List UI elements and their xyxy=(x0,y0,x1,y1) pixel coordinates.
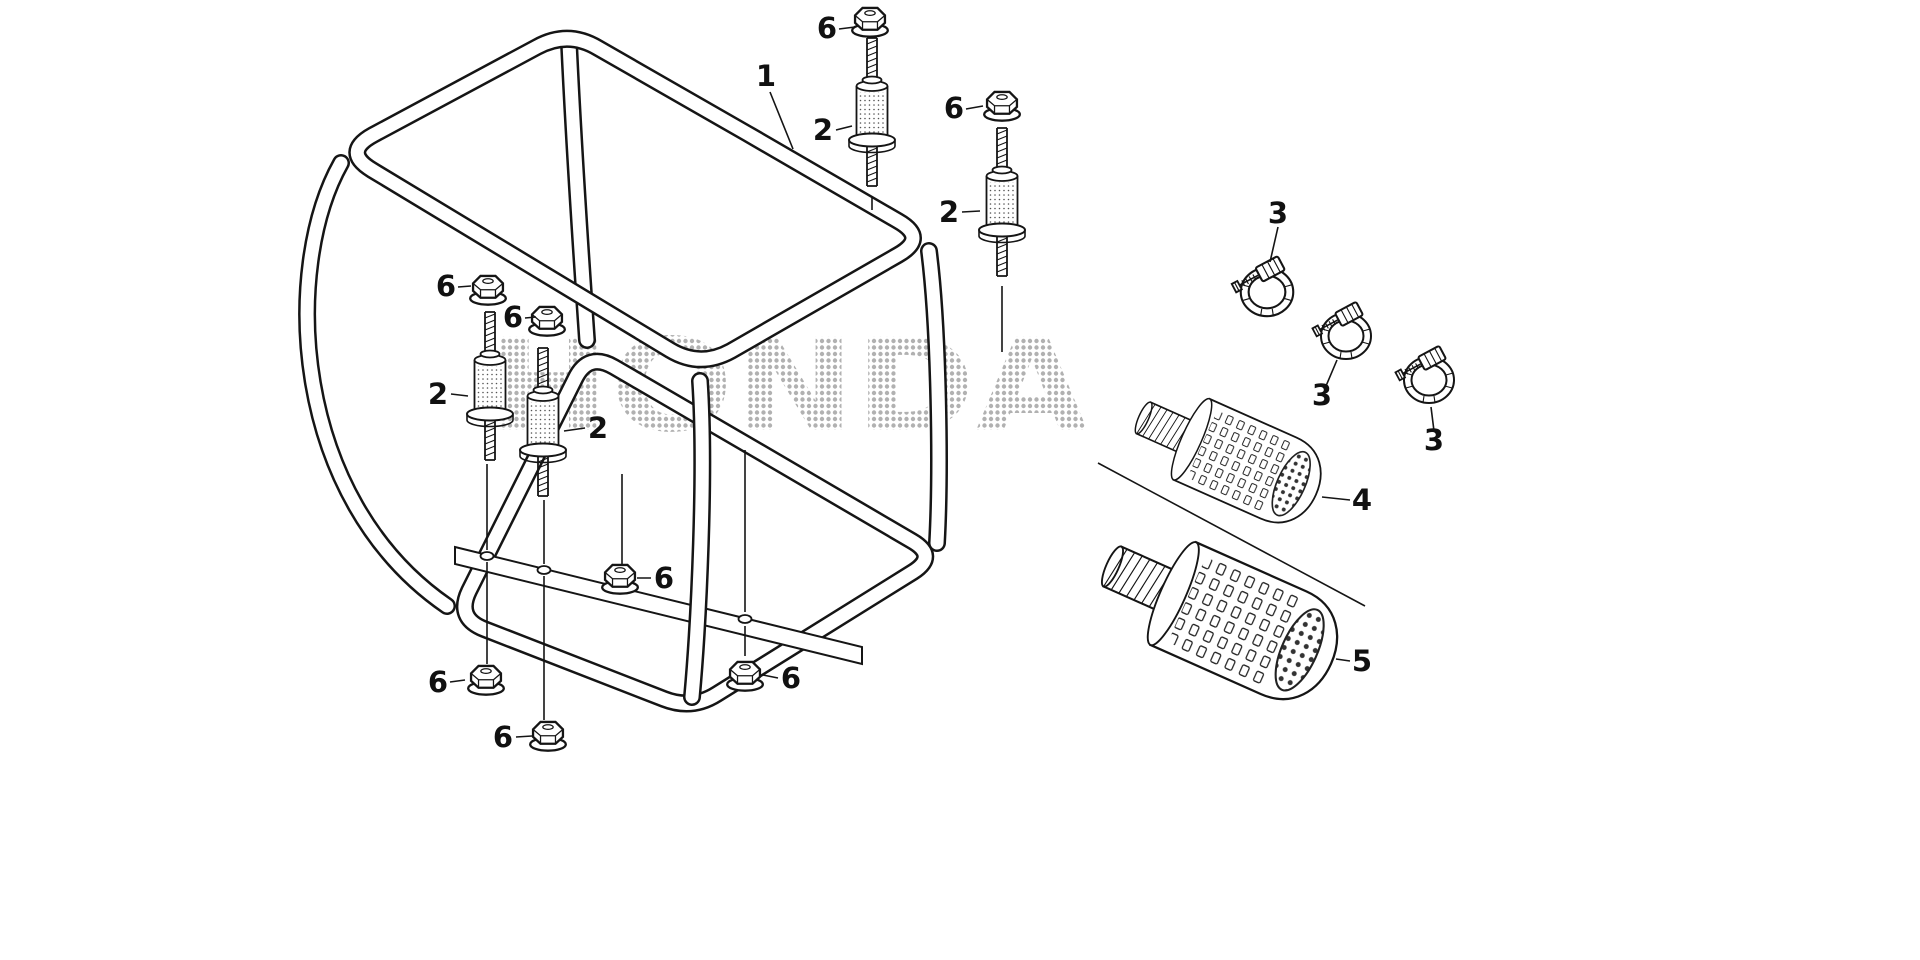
flange-nut-drawing-4 xyxy=(528,305,566,337)
rubber-mount-drawing-1 xyxy=(849,38,895,186)
callout-nut-d[interactable]: 6 xyxy=(503,300,523,334)
flange-nut-drawing-7 xyxy=(529,720,567,752)
flange-nut-drawing-5 xyxy=(601,563,639,595)
callout-nut-b[interactable]: 6 xyxy=(944,91,964,125)
flange-nut-drawing-3 xyxy=(469,274,507,306)
callout-mount-a[interactable]: 2 xyxy=(813,113,833,147)
callout-strainer-large[interactable]: 5 xyxy=(1352,644,1372,678)
callout-clamp-b[interactable]: 3 xyxy=(1312,378,1332,412)
frame-drawing xyxy=(298,29,948,713)
hose-clamp-drawing-1 xyxy=(1229,254,1295,318)
callout-nut-e[interactable]: 6 xyxy=(654,561,674,595)
hose-clamp-drawing-2 xyxy=(1310,300,1372,360)
flange-nut-drawing-8 xyxy=(726,660,764,692)
reference-line xyxy=(1097,462,1366,607)
rubber-mount-drawing-2 xyxy=(979,128,1025,276)
flange-nut-drawing-1 xyxy=(851,6,889,38)
callout-clamp-a[interactable]: 3 xyxy=(1268,196,1288,230)
callout-frame[interactable]: 1 xyxy=(756,59,776,93)
callout-nut-g[interactable]: 6 xyxy=(493,720,513,754)
flange-nut-drawing-2 xyxy=(983,90,1021,122)
callout-mount-d[interactable]: 2 xyxy=(588,411,608,445)
construction-lines xyxy=(486,196,1003,720)
callout-nut-c[interactable]: 6 xyxy=(436,269,456,303)
callout-strainer-small[interactable]: 4 xyxy=(1352,483,1372,517)
callout-clamp-c[interactable]: 3 xyxy=(1424,423,1444,457)
callout-mount-b[interactable]: 2 xyxy=(939,195,959,229)
strainer-large-drawing xyxy=(1082,511,1355,717)
callout-nut-a[interactable]: 6 xyxy=(817,11,837,45)
strainer-small-drawing xyxy=(1120,374,1335,537)
leader-lines xyxy=(449,26,1435,738)
hose-clamp-drawing-3 xyxy=(1393,344,1455,404)
flange-nut-drawing-6 xyxy=(467,664,505,696)
callout-nut-f[interactable]: 6 xyxy=(428,665,448,699)
callout-mount-c[interactable]: 2 xyxy=(428,377,448,411)
callout-nut-h[interactable]: 6 xyxy=(781,661,801,695)
